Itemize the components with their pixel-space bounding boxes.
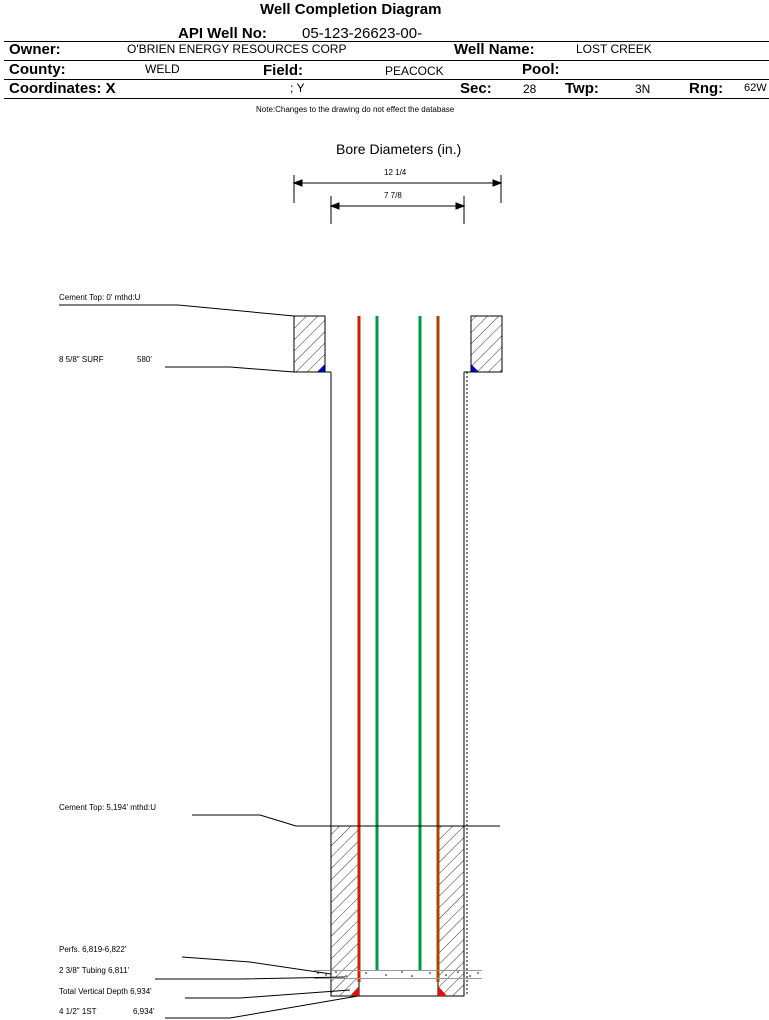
production-cement: [330, 825, 465, 997]
surface-casing: [294, 316, 502, 996]
production-casing-depth-label: 6,934': [133, 1007, 155, 1016]
api-value: 05-123-26623-00-: [302, 25, 423, 42]
bore-outer-label: 12 1/4: [384, 168, 407, 177]
surface-casing-depth-label: 580': [137, 355, 152, 364]
twp-label: Twp:: [565, 80, 599, 97]
tvd-label: Total Vertical Depth 6,934': [59, 987, 152, 996]
sec-label: Sec:: [460, 80, 492, 97]
api-label: API Well No:: [178, 25, 267, 42]
surface-casing-label: 8 5/8" SURF: [59, 355, 104, 364]
well-name-value: LOST CREEK: [576, 42, 652, 56]
casing-shoe-left: [350, 986, 359, 996]
rng-label: Rng:: [689, 80, 724, 97]
header-rule-3: [4, 79, 769, 80]
sec-value: 28: [523, 82, 537, 96]
coordinates-value: ; Y: [290, 81, 305, 95]
production-casing-label: 4 1/2" 1ST: [59, 1007, 97, 1016]
tubing-label: 2 3/8" Tubing 6,811': [59, 966, 130, 975]
page-title: Well Completion Diagram: [260, 1, 442, 18]
field-value: PEACOCK: [385, 64, 444, 78]
county-value: WELD: [145, 62, 180, 76]
county-label: County:: [9, 61, 66, 78]
bore-inner-label: 7 7/8: [384, 191, 402, 200]
cement-top-surface-label: Cement Top: 0' mthd:U: [59, 293, 141, 302]
cement-top-production-label: Cement Top: 5,194' mthd:U: [59, 803, 156, 812]
bore-dimension-lines: [292, 175, 503, 224]
owner-value: O'BRIEN ENERGY RESOURCES CORP: [127, 42, 347, 56]
header-rule-4: [4, 98, 769, 99]
perfs-label: Perfs. 6,819-6,822': [59, 945, 127, 954]
pool-label: Pool:: [522, 61, 560, 78]
casing-shoe-right: [438, 986, 447, 996]
leader-lines: [59, 304, 359, 1019]
twp-value: 3N: [635, 82, 651, 96]
coordinates-label: Coordinates: X: [9, 80, 116, 97]
field-label: Field:: [263, 62, 303, 79]
header-rule-1: [4, 41, 769, 42]
rng-value: 62W: [744, 82, 767, 94]
owner-label: Owner:: [9, 41, 61, 58]
well-name-label: Well Name:: [454, 41, 535, 58]
perforation-zone: [314, 970, 482, 979]
bore-diameters-title: Bore Diameters (in.): [336, 141, 462, 157]
header-rule-2: [4, 60, 769, 61]
disclaimer-note: Note:Changes to the drawing do not effec…: [256, 105, 455, 114]
